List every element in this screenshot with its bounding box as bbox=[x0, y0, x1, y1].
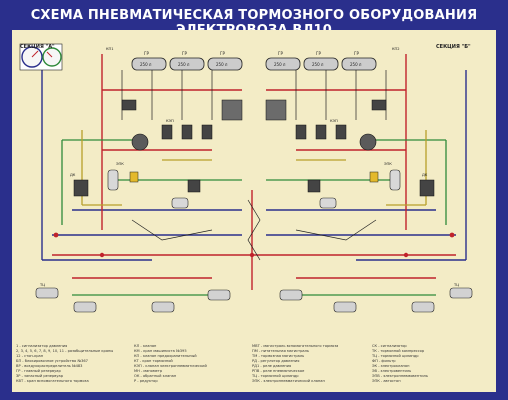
legend-item: РД1 - реле давления bbox=[252, 364, 292, 368]
legend-column: СК - сигнализатор ТК - тормозной компрес… bbox=[372, 344, 490, 384]
legend-item: КП - клапан предохранительный bbox=[134, 354, 197, 358]
legend-item: Р - редуктор bbox=[134, 379, 158, 383]
control-lines bbox=[81, 130, 427, 206]
legend-item: КЭП - клапан электропневматический bbox=[134, 364, 207, 368]
reservoir-volume: 250 л bbox=[140, 62, 152, 67]
component-label: ДК bbox=[422, 173, 428, 177]
component-label: ТЦ bbox=[39, 283, 45, 287]
pneumatic-diagram: ГР ГР ГР ГР ГР ГР 250 л 250 л 250 л 250 … bbox=[19, 43, 473, 313]
reservoir-volume: 250 л bbox=[312, 62, 324, 67]
legend-item: МН - манометр bbox=[134, 369, 163, 373]
main-reservoirs-right bbox=[265, 57, 377, 71]
component-label: КП1 bbox=[106, 47, 114, 51]
reservoir-label: ГР bbox=[316, 51, 321, 56]
stop-valves bbox=[53, 232, 455, 258]
legend-item: ВР - воздухораспределитель №483 bbox=[16, 364, 83, 368]
legend-item: КТ - кран тормозной bbox=[134, 359, 173, 363]
main-reservoirs-left bbox=[131, 57, 243, 71]
legend-item: ОК - обратный клапан bbox=[134, 374, 177, 378]
legend-item: КВТ - кран вспомогательного тормоза bbox=[16, 379, 89, 383]
legend-item: ЭВ - электровентиль bbox=[372, 369, 412, 373]
component-label: ЭПК bbox=[116, 162, 124, 166]
section-b-label: СЕКЦИЯ "Б" bbox=[436, 44, 471, 50]
legend-item: КЛ - клапан bbox=[134, 344, 157, 348]
legend-item: МВТ - магистраль вспомогательного тормоз… bbox=[252, 344, 339, 348]
diagram-board bbox=[12, 30, 496, 392]
legend-item: 2, 3, 4, 5, 6, 7, 8, 9, 10, 11 - разобщи… bbox=[16, 349, 114, 353]
legend: 1 - сигнализатор давления 2, 3, 4, 5, 6,… bbox=[12, 342, 496, 392]
brake-lines bbox=[41, 70, 467, 261]
valve-units bbox=[73, 99, 435, 197]
reservoir-label: ГР bbox=[182, 51, 187, 56]
compressor-icon bbox=[359, 133, 377, 151]
legend-item: СК - сигнализатор bbox=[372, 344, 407, 348]
reservoir-volume: 250 л bbox=[216, 62, 228, 67]
legend-item: ЭПВ - электропневмовентиль bbox=[372, 374, 428, 378]
legend-column: КЛ - клапан КМ - кран машиниста №395 КП … bbox=[134, 344, 252, 384]
component-label: КЭП bbox=[330, 119, 338, 123]
section-a-label: СЕКЦИЯ "А" bbox=[20, 44, 55, 50]
auxiliary-tanks bbox=[107, 169, 401, 209]
reservoir-volume: 250 л bbox=[274, 62, 286, 67]
reservoir-label: ГР bbox=[220, 51, 225, 56]
legend-item: ТЦ - тормозной цилиндр bbox=[372, 354, 419, 358]
thin-lines bbox=[121, 70, 387, 261]
component-label: ТЦ bbox=[453, 283, 459, 287]
legend-item: КМ - кран машиниста №395 bbox=[134, 349, 187, 353]
component-label: КЭП bbox=[166, 119, 174, 123]
component-label: КП2 bbox=[392, 47, 400, 51]
gauge-cluster-left bbox=[19, 43, 63, 71]
legend-item: ЭПК - электропневматический клапан bbox=[252, 379, 325, 383]
legend-item: ЭПК - автостоп bbox=[372, 379, 401, 383]
legend-item: ЭК - электроклапан bbox=[372, 364, 410, 368]
brake-cylinders bbox=[35, 287, 473, 313]
legend-item: 12 - стоп-кран bbox=[16, 354, 44, 358]
aux-lines bbox=[61, 139, 447, 296]
component-label: ДК bbox=[70, 173, 76, 177]
compressor-icon bbox=[131, 133, 149, 151]
legend-item: 1 - сигнализатор давления bbox=[16, 344, 68, 348]
legend-column: МВТ - магистраль вспомогательного тормоз… bbox=[252, 344, 370, 384]
legend-item: РПВ - реле пневматическое bbox=[252, 369, 305, 373]
reservoir-volume: 250 л bbox=[178, 62, 190, 67]
reservoir-label: ГР bbox=[278, 51, 283, 56]
legend-item: ГР - главный резервуар bbox=[16, 369, 61, 373]
legend-item: ТМ - тормозная магистраль bbox=[252, 354, 305, 358]
reservoir-label: ГР bbox=[144, 51, 149, 56]
reservoir-volume: 250 л bbox=[350, 62, 362, 67]
legend-item: ТК - тормозной компрессор bbox=[372, 349, 425, 353]
component-label: ЭПК bbox=[384, 162, 392, 166]
legend-item: ПМ - питательная магистраль bbox=[252, 349, 310, 353]
legend-item: ТЦ - тормозной цилиндр bbox=[252, 374, 299, 378]
legend-item: ЗР - запасный резервуар bbox=[16, 374, 63, 378]
signal-units bbox=[129, 171, 379, 183]
reservoir-label: ГР bbox=[354, 51, 359, 56]
legend-item: БП - блокировочное устройство №367 bbox=[16, 359, 88, 363]
compressor-units bbox=[131, 99, 377, 151]
legend-item: ФП - фильтр bbox=[372, 359, 396, 363]
legend-item: РД - регулятор давления bbox=[252, 359, 300, 363]
legend-column: 1 - сигнализатор давления 2, 3, 4, 5, 6,… bbox=[16, 344, 134, 384]
